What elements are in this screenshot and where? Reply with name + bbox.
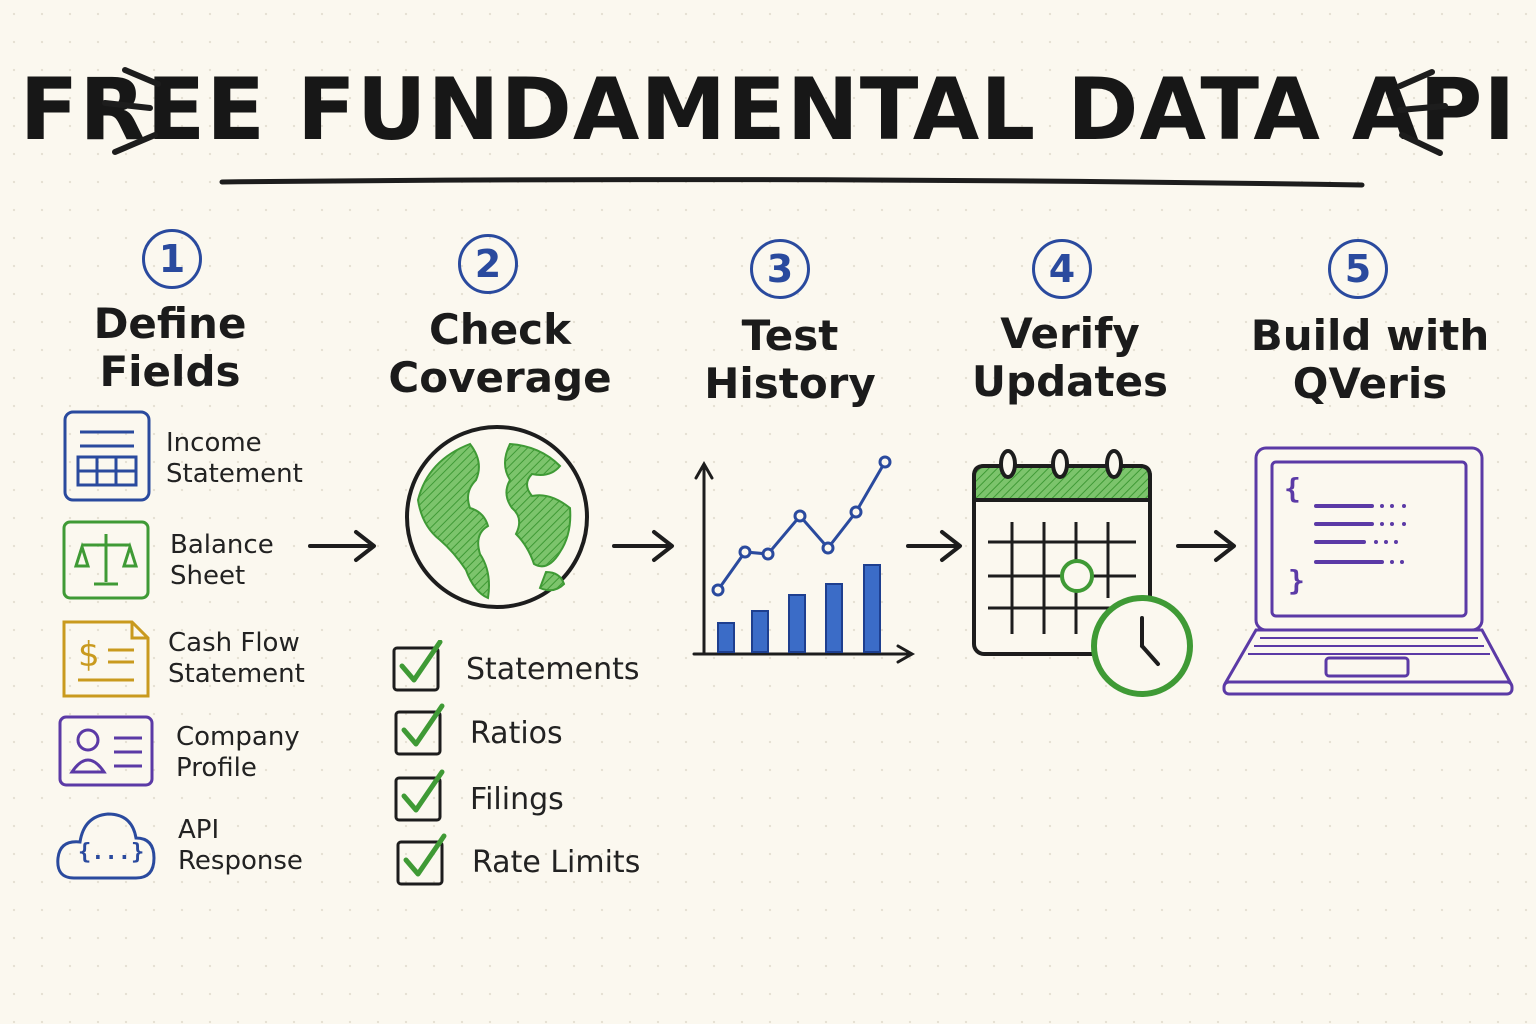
checkmark-icon: [403, 833, 447, 877]
step-4-title: Verify Updates: [960, 310, 1180, 406]
flow-arrows: [308, 530, 1236, 562]
step-5-number: 5: [1328, 239, 1388, 299]
chart-point: [711, 583, 725, 597]
chart-bar: [751, 610, 769, 653]
field-label-line1: Cash Flow: [168, 628, 300, 658]
chart-bar: [717, 622, 735, 653]
field-label-line2: Profile: [176, 753, 257, 783]
chart-bar: [825, 583, 843, 653]
checklist-item-ratios: Ratios: [470, 716, 563, 751]
checkbox-icon: [392, 646, 440, 692]
step-2-number: 2: [458, 234, 518, 294]
chart-point: [878, 455, 892, 469]
step-5-title-line2: QVeris: [1292, 359, 1448, 408]
arrow-right-icon: [1176, 530, 1236, 562]
cloud-code-icon: [56, 812, 156, 880]
step-2-title-line1: Check: [428, 305, 572, 354]
step-3-number: 3: [750, 239, 810, 299]
field-label-line2: Response: [178, 846, 303, 876]
sparkle-left-top: [122, 67, 161, 87]
code-open-brace: {: [1284, 472, 1301, 505]
calendar-clock-icon: [972, 449, 1193, 697]
title-underline: [219, 177, 1365, 188]
history-chart-icon: [692, 455, 916, 664]
step-2-title-line2: Coverage: [388, 353, 612, 402]
chart-bar: [863, 564, 881, 653]
field-company-profile: Company Profile: [176, 722, 300, 784]
profile-card-icon: [58, 715, 154, 787]
table-document-icon: [63, 410, 151, 502]
checklist-boxes: [392, 640, 447, 886]
checkbox-icon: [394, 776, 442, 822]
field-label-line1: Income: [166, 428, 262, 458]
svg-text:$: $: [78, 635, 100, 675]
field-balance-sheet: Balance Sheet: [170, 530, 274, 592]
chart-point: [821, 541, 835, 555]
sparkle-right-mid: [1397, 103, 1448, 113]
field-label-line1: API: [178, 815, 220, 845]
step-5-title-line1: Build with: [1250, 311, 1490, 360]
step-3-title-line2: History: [704, 359, 876, 408]
chart-point: [793, 509, 807, 523]
arrow-right-icon: [308, 530, 376, 562]
chart-point: [761, 547, 775, 561]
step-3-title: Test History: [680, 312, 900, 408]
field-label-line2: Statement: [168, 659, 305, 689]
step-4-title-line1: Verify: [1000, 309, 1140, 358]
globe-icon: [405, 425, 589, 609]
field-label-line1: Balance: [170, 530, 274, 560]
arrow-right-icon: [612, 530, 674, 562]
checkbox-icon: [396, 840, 444, 886]
page-title: FREE FUNDAMENTAL DATA API: [19, 60, 1517, 160]
laptop-code-icon: [1222, 446, 1514, 696]
step-4-title-line2: Updates: [971, 357, 1169, 406]
checkmark-icon: [401, 703, 445, 747]
chart-trend-line: [716, 461, 887, 591]
step-1-title-line1: Define: [93, 299, 247, 348]
field-income-statement: Income Statement: [166, 428, 303, 490]
checkmark-icon: [401, 769, 445, 813]
sparkle-right-bottom: [1399, 132, 1443, 156]
step-1-title: Define Fields: [60, 300, 280, 396]
chart-bar: [788, 594, 806, 653]
dollar-document-icon: $: [62, 620, 150, 698]
checklist-item-filings: Filings: [470, 782, 564, 817]
sparkle-right-top: [1397, 69, 1435, 89]
checklist-item-rate-limits: Rate Limits: [472, 845, 641, 880]
arrow-right-icon: [906, 530, 962, 562]
title-decoration: [102, 67, 1448, 188]
field-icons: $: [56, 410, 156, 880]
cloud-code-text: {...}: [78, 840, 145, 865]
field-label-line2: Statement: [166, 459, 303, 489]
checklist-item-statements: Statements: [466, 652, 640, 687]
step-3-title-line1: Test: [741, 311, 839, 360]
step-5-title: Build with QVeris: [1250, 312, 1490, 408]
scales-icon: [62, 520, 150, 600]
step-1-title-line2: Fields: [99, 347, 241, 396]
chart-point: [738, 545, 752, 559]
field-label-line1: Company: [176, 722, 300, 752]
checkmark-icon: [399, 640, 443, 683]
step-4-number: 4: [1032, 239, 1092, 299]
step-1-number: 1: [142, 229, 202, 289]
code-close-brace: }: [1288, 564, 1305, 597]
field-label-line2: Sheet: [170, 561, 246, 591]
sparkle-left-bottom: [112, 132, 158, 155]
field-cash-flow-statement: Cash Flow Statement: [168, 628, 305, 690]
sparkle-left-mid: [102, 100, 153, 111]
field-api-response: API Response: [178, 815, 303, 877]
chart-point: [849, 505, 863, 519]
step-2-title: Check Coverage: [380, 306, 620, 402]
checkbox-icon: [394, 710, 442, 756]
